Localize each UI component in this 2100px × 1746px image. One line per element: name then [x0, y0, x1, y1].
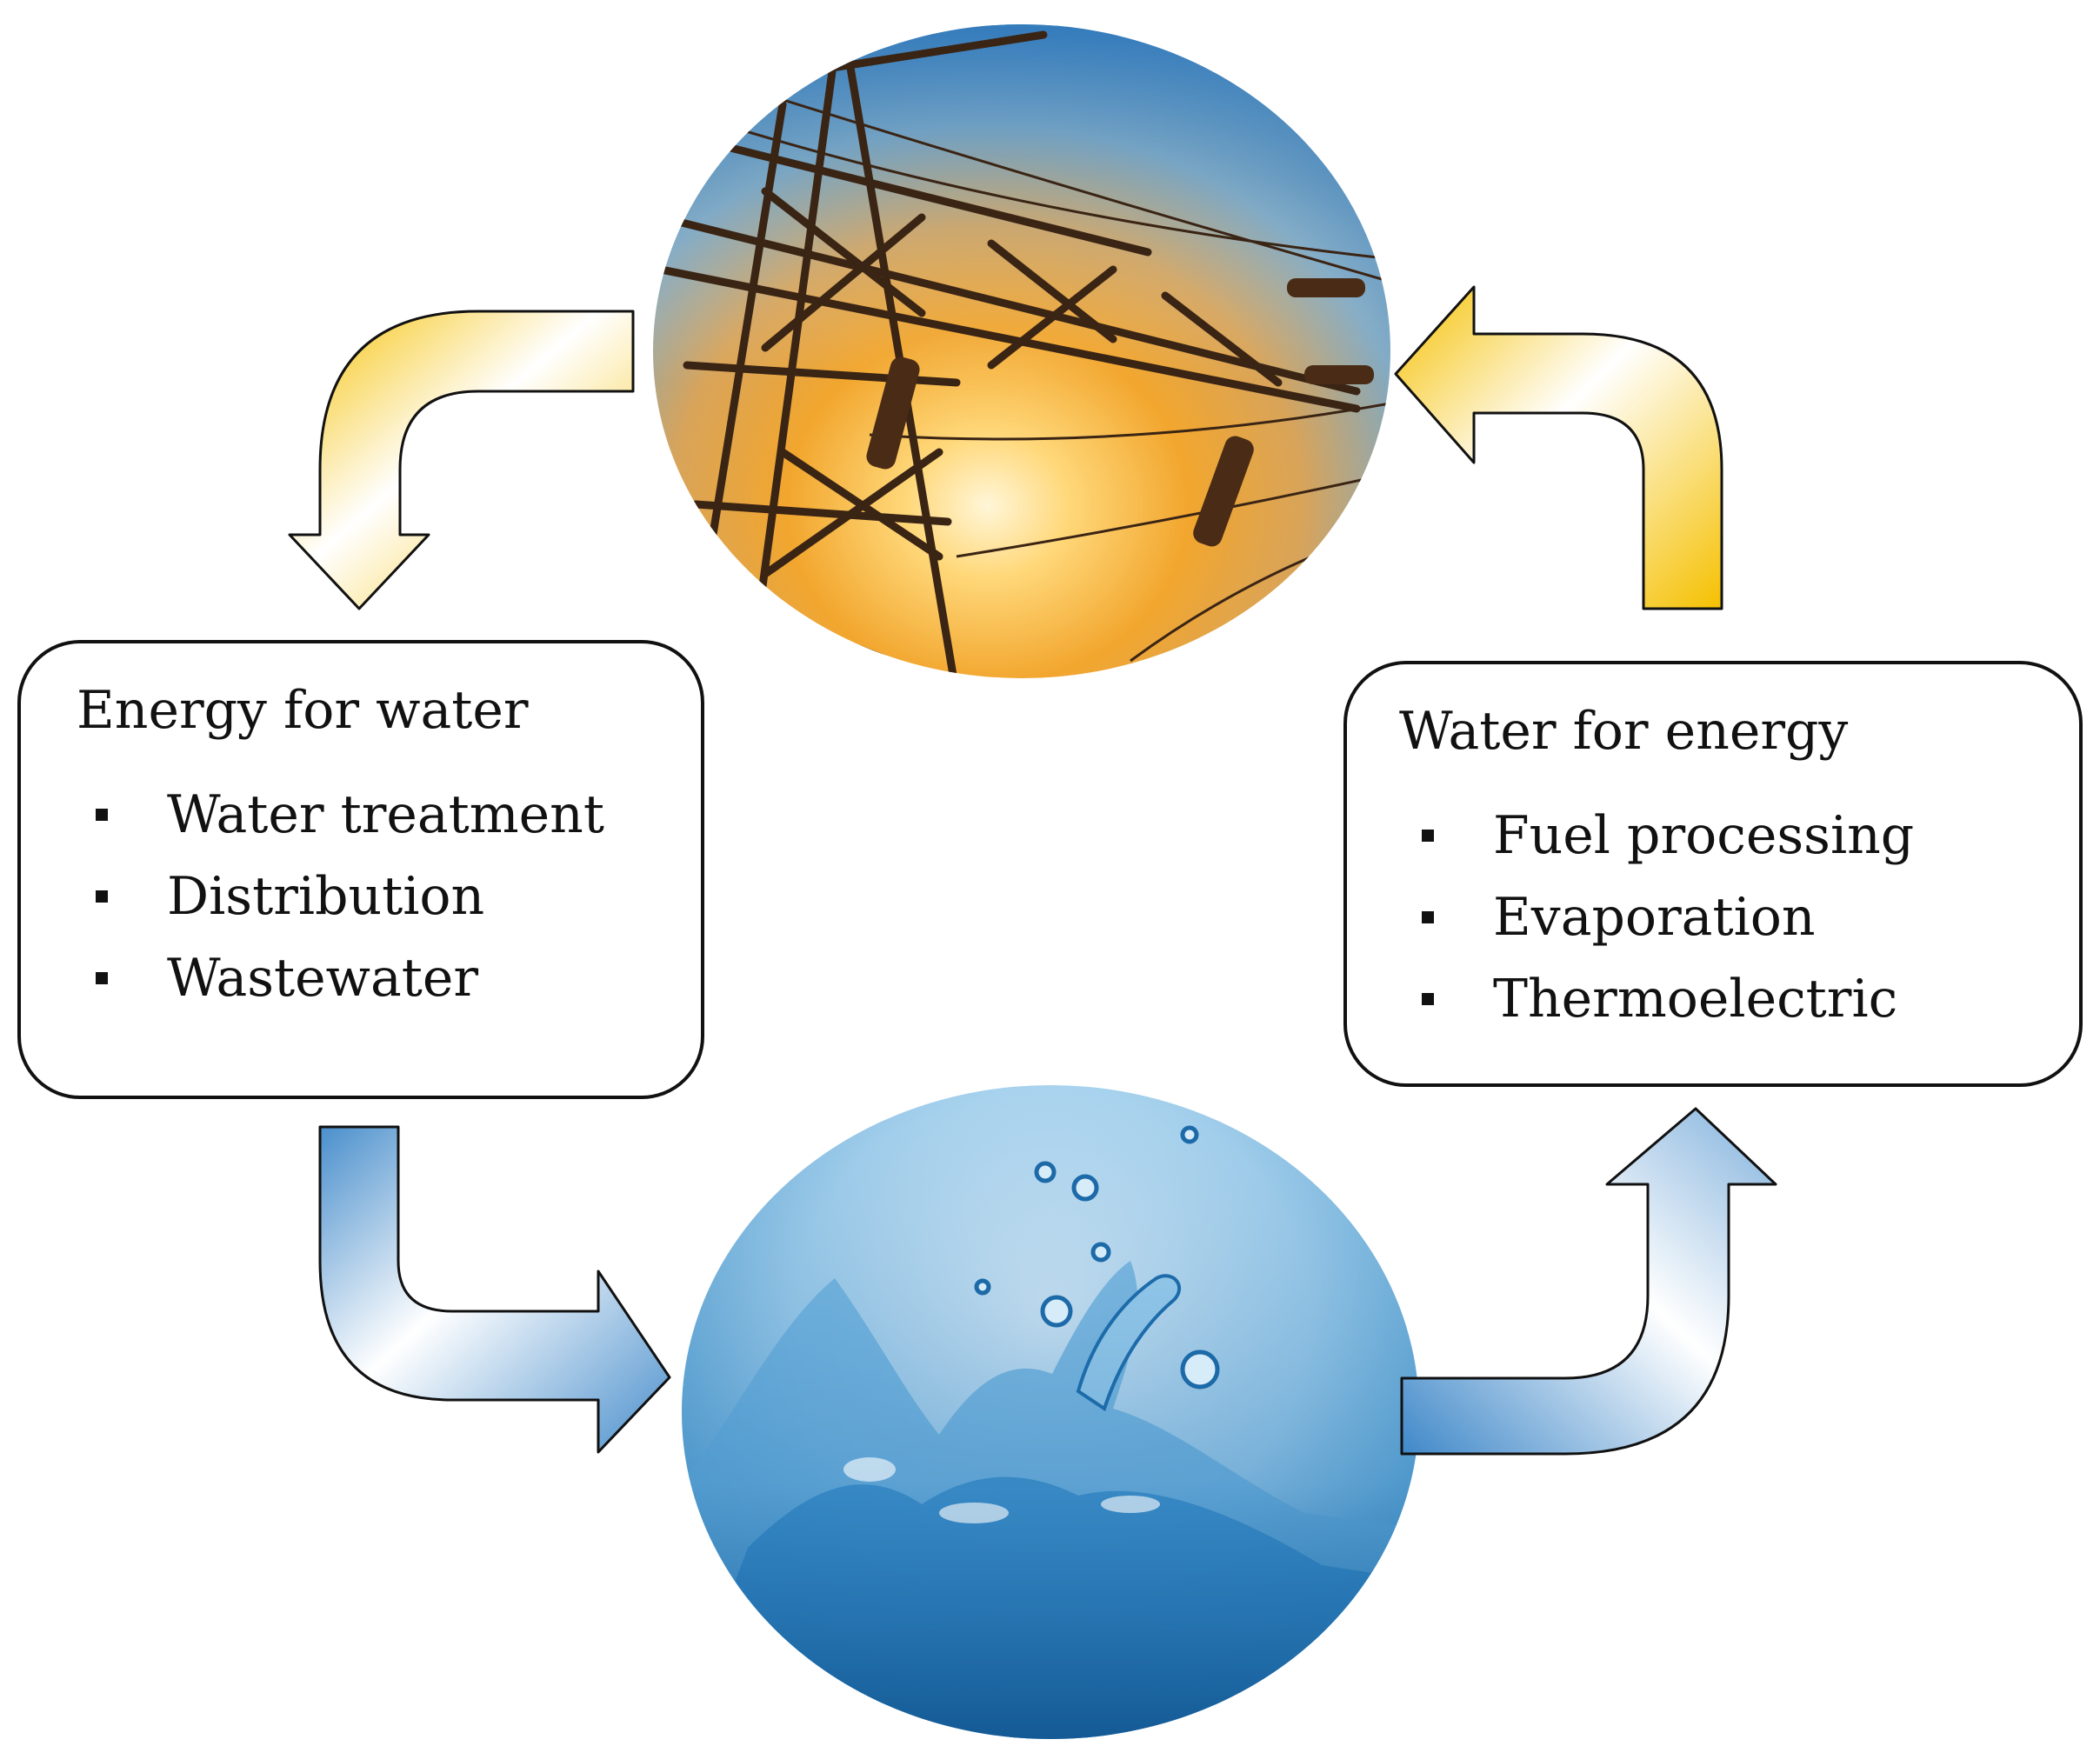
- bullet-icon: [1422, 993, 1434, 1005]
- bullet-icon: [96, 809, 108, 821]
- arrow-energy-to-water-needs: [288, 310, 635, 610]
- list-item: Thermoelectric: [1422, 958, 1914, 1040]
- water-for-energy-list: Fuel processing Evaporation Thermoelectr…: [1422, 795, 1914, 1040]
- bullet-icon: [96, 890, 108, 903]
- energy-for-water-title: Energy for water: [77, 680, 529, 741]
- list-item: Wastewater: [96, 937, 604, 1019]
- arrow-water-to-energy-needs: [1400, 1107, 1777, 1456]
- list-item: Water treatment: [96, 774, 604, 856]
- energy-for-water-box: Energy for water Water treatment Distrib…: [17, 640, 704, 1099]
- list-item: Distribution: [96, 856, 604, 937]
- power-tower-photo: [653, 24, 1390, 678]
- water-for-energy-box: Water for energy Fuel processing Evapora…: [1343, 661, 2083, 1087]
- list-item: Evaporation: [1422, 876, 1914, 958]
- bullet-icon: [1422, 830, 1434, 842]
- arrow-energy-supply-to-tower: [1394, 285, 1723, 610]
- energy-for-water-list: Water treatment Distribution Wastewater: [96, 774, 604, 1019]
- bullet-icon: [96, 972, 108, 984]
- bullet-icon: [1422, 911, 1434, 923]
- water-for-energy-title: Water for energy: [1399, 701, 1849, 762]
- water-splash-photo: [682, 1085, 1419, 1739]
- list-item: Fuel processing: [1422, 795, 1914, 876]
- arrow-energy-for-water-to-water: [318, 1125, 671, 1454]
